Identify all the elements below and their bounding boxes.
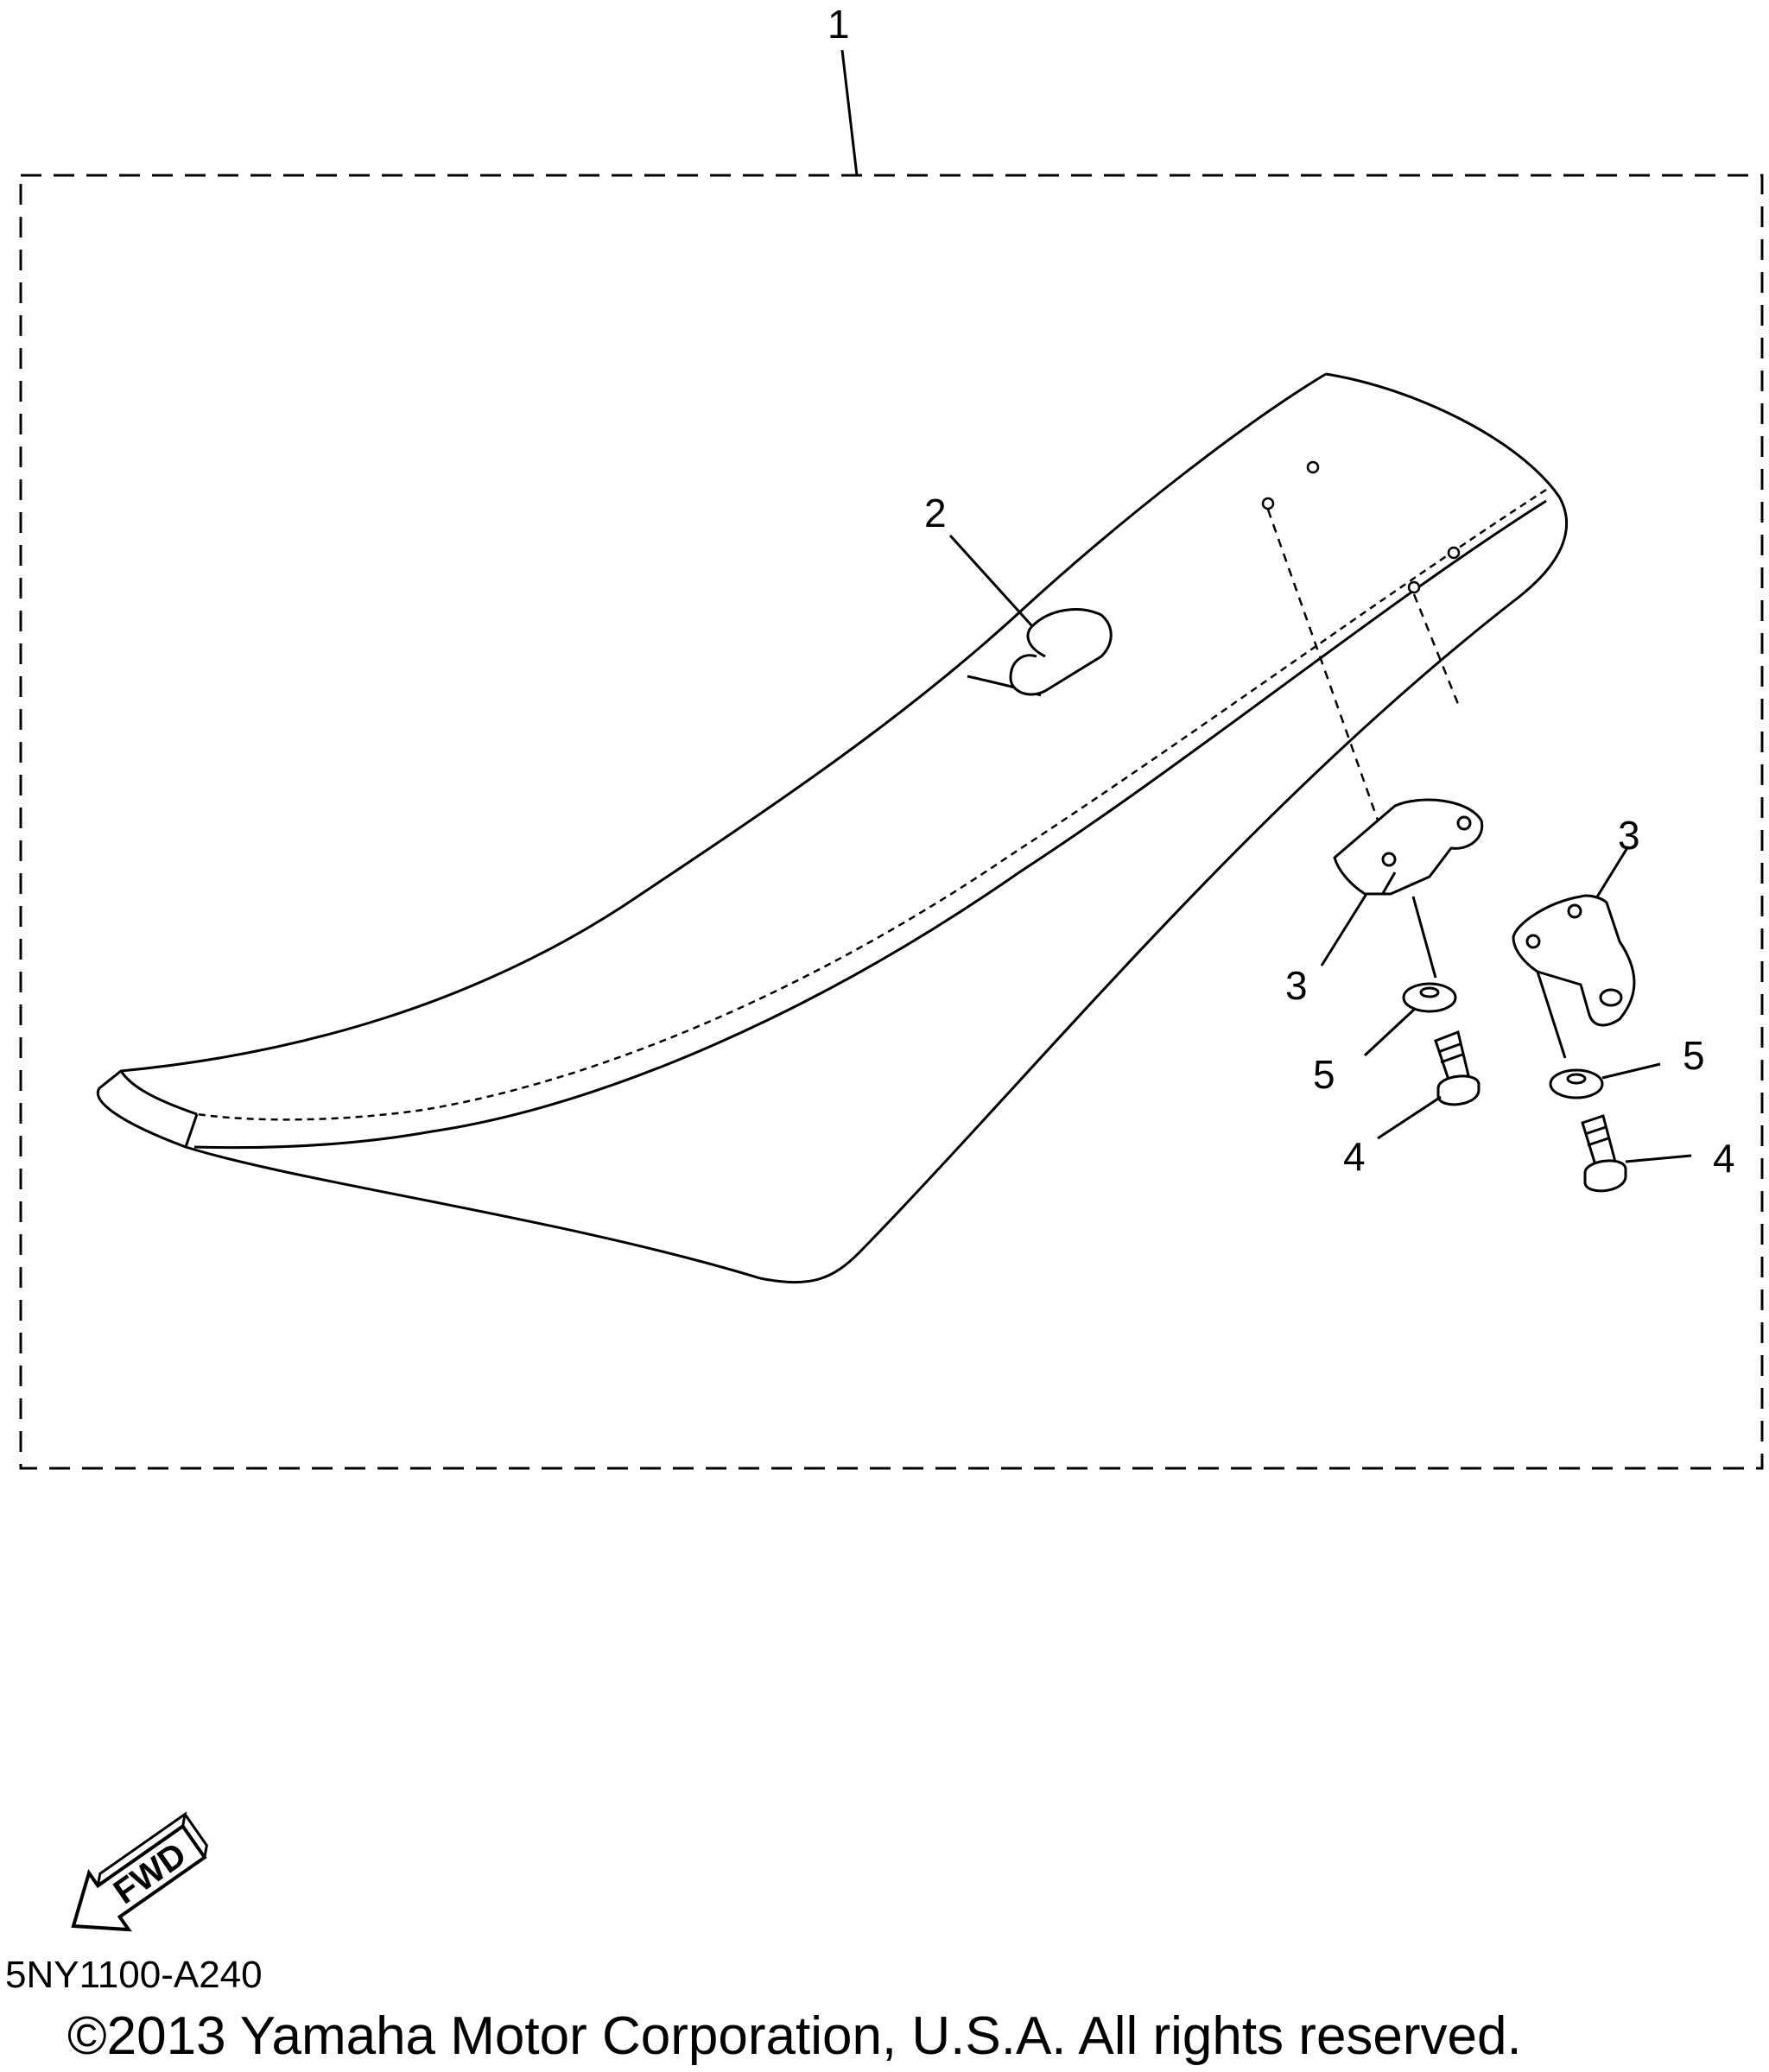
copyright-notice: ©2013 Yamaha Motor Corporation, U.S.A. A… (67, 2006, 1522, 2066)
assembly-boundary (19, 174, 1764, 1470)
callout-1-leader (840, 49, 859, 176)
callout-1: 1 (827, 2, 850, 47)
callout-5a: 5 (1313, 1052, 1335, 1097)
seat-strap (1009, 608, 1113, 696)
forward-arrow-icon: FWD (71, 1811, 208, 1932)
callout-3b: 3 (1618, 813, 1640, 858)
diagram-code: 5NY1100-A240 (5, 1954, 263, 1996)
install-line-left (1411, 896, 1437, 979)
callout-2-leader (948, 534, 1034, 628)
bracket-left (1333, 798, 1484, 896)
callout-3b-leader (1595, 846, 1630, 899)
callout-3a-leader (1320, 893, 1368, 966)
callout-4a: 4 (1343, 1134, 1366, 1179)
callout-5a-leader (1363, 1007, 1417, 1057)
callout-4b-leader (1625, 1154, 1692, 1163)
bolt-left (1434, 1030, 1481, 1106)
callout-4a-leader (1377, 1095, 1442, 1140)
bolt-right (1581, 1114, 1627, 1193)
install-line-right (1536, 971, 1567, 1059)
callout-2: 2 (924, 491, 947, 535)
mounting-holes (1261, 460, 1461, 594)
install-guide-lines (1266, 509, 1461, 858)
callout-4b: 4 (1713, 1136, 1735, 1181)
callout-3a: 3 (1285, 963, 1308, 1008)
washer-right (1549, 1068, 1604, 1099)
bracket-right (1512, 894, 1636, 1027)
washer-left (1402, 982, 1457, 1013)
callout-5b-leader (1601, 1062, 1661, 1080)
callout-5b: 5 (1683, 1033, 1705, 1078)
